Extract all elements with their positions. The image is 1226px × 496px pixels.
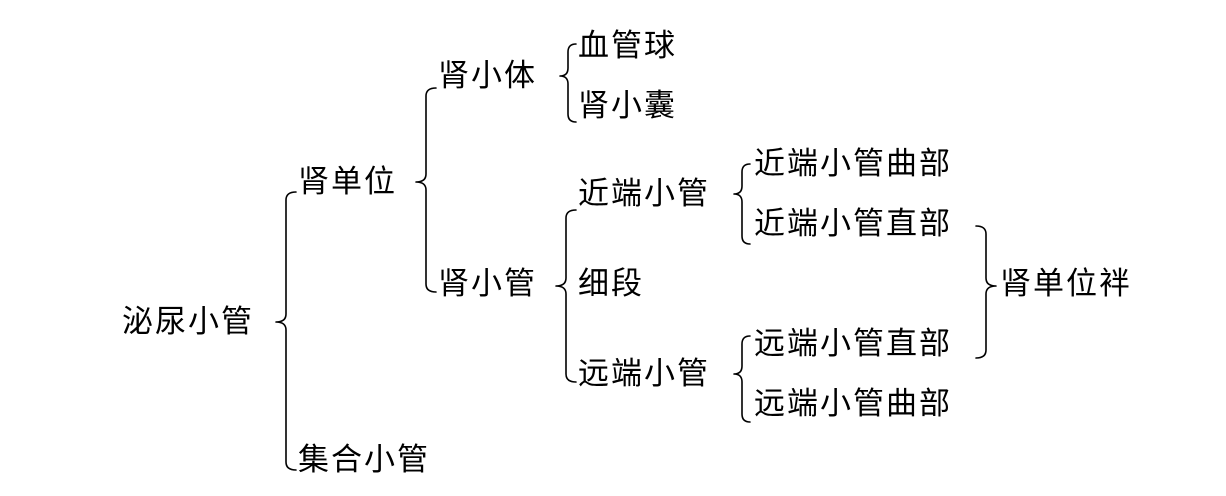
node-proximal-tubule: 近端小管 [578, 176, 710, 212]
brace-distal-tubule [733, 335, 751, 423]
brace-renal-corpuscle [559, 43, 577, 123]
brace-proximal-tubule [733, 163, 751, 245]
node-glomerulus: 血管球 [578, 28, 677, 64]
node-proximal-convoluted: 近端小管曲部 [754, 146, 952, 182]
node-distal-straight: 远端小管直部 [754, 326, 952, 362]
node-proximal-straight: 近端小管直部 [754, 206, 952, 242]
node-distal-convoluted: 远端小管曲部 [754, 386, 952, 422]
node-collecting-duct: 集合小管 [298, 442, 430, 478]
node-distal-tubule: 远端小管 [578, 356, 710, 392]
brace-loop-of-henle [975, 225, 997, 359]
node-renal-corpuscle: 肾小体 [438, 58, 537, 94]
node-loop-of-henle: 肾单位袢 [1000, 266, 1132, 302]
node-nephron: 肾单位 [298, 164, 397, 200]
node-thin-segment: 细段 [578, 266, 644, 302]
brace-root [275, 191, 297, 471]
node-renal-tubule: 肾小管 [438, 266, 537, 302]
node-root: 泌尿小管 [122, 304, 254, 340]
brace-renal-tubule [555, 209, 577, 383]
brace-nephron [415, 87, 437, 293]
node-renal-capsule: 肾小囊 [578, 88, 677, 124]
